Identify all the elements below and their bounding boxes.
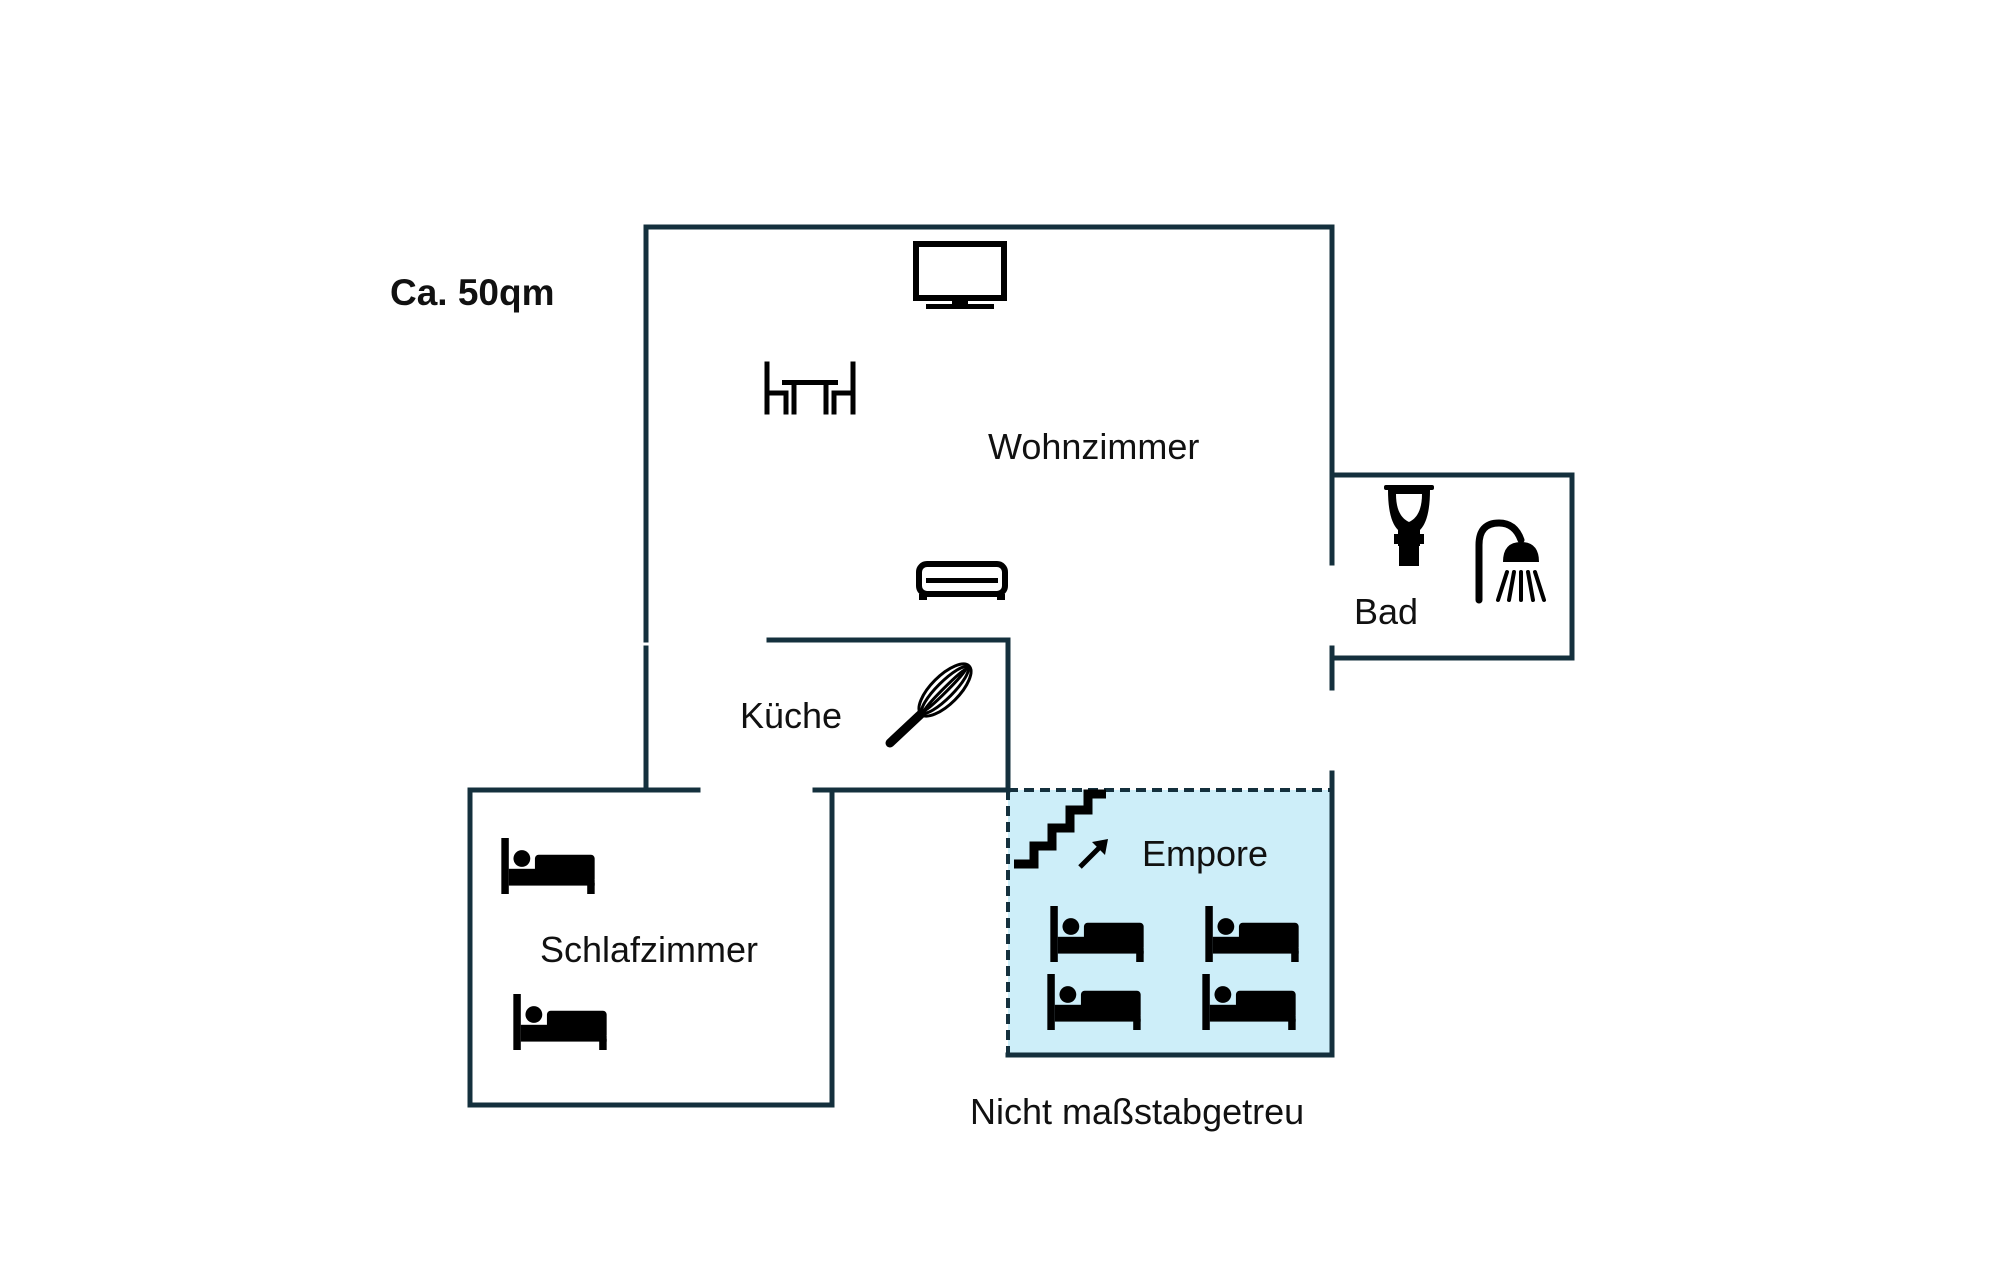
scale-note: Nicht maßstabgetreu <box>970 1091 1304 1132</box>
tv-icon <box>913 241 1007 309</box>
bed-icon <box>513 994 607 1050</box>
walls <box>467 224 1575 1108</box>
room-label-bad: Bad <box>1354 591 1418 632</box>
dining-table-icon <box>764 361 856 415</box>
shower-icon <box>1475 519 1546 604</box>
stairs-up-icon <box>1014 789 1108 869</box>
room-label-schlafzimmer: Schlafzimmer <box>540 929 758 970</box>
room-label-wohnzimmer: Wohnzimmer <box>988 426 1199 467</box>
room-label-empore: Empore <box>1142 833 1268 874</box>
sofa-icon <box>916 561 1008 600</box>
toilet-icon <box>1384 485 1434 566</box>
area-label: Ca. 50qm <box>390 272 555 313</box>
bed-icon <box>501 838 595 894</box>
room-label-kueche: Küche <box>740 695 842 736</box>
whisk-icon <box>885 662 973 748</box>
